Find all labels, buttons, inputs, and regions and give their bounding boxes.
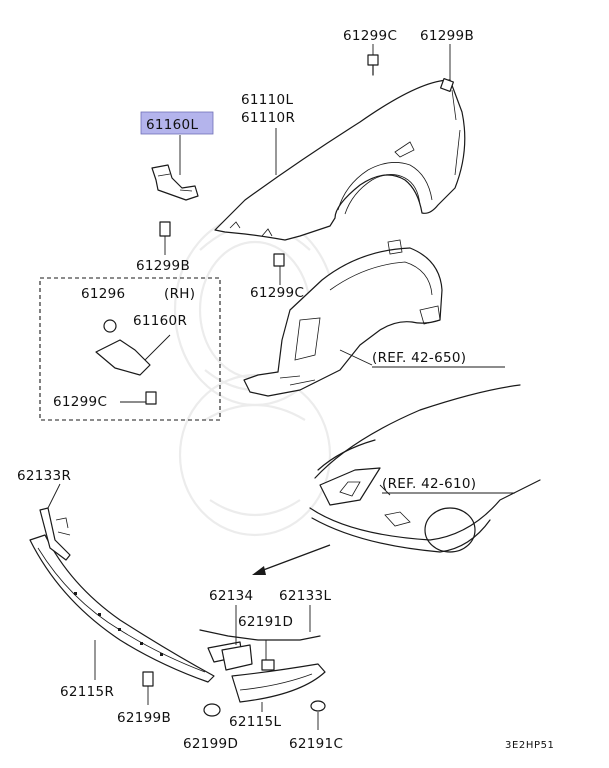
part-highlight — [140, 111, 214, 135]
splash-shield — [243, 239, 443, 397]
label-62199D: 62199D — [183, 736, 238, 752]
bracket-61160L — [151, 164, 199, 201]
bolt-61299C-top — [367, 54, 379, 76]
label-62134: 62134 — [209, 588, 253, 604]
label-62191C: 62191C — [289, 736, 343, 752]
nut-61296 — [103, 319, 117, 333]
label-61110L: 61110L — [241, 92, 293, 108]
label-61160R: 61160R — [133, 313, 187, 329]
bumper-62115R — [29, 534, 215, 683]
label-61160L: 61160L — [146, 117, 198, 133]
corner-62115L — [231, 663, 326, 703]
bracket-61160R — [95, 339, 151, 376]
label-61299B-top: 61299B — [420, 28, 474, 44]
bolt-61299C-mid — [273, 253, 285, 267]
clip-62191D — [261, 659, 275, 671]
bolt-62199B — [142, 671, 154, 687]
label-62133L: 62133L — [279, 588, 331, 604]
label-61299C-box: 61299C — [53, 394, 107, 410]
label-62115L: 62115L — [229, 714, 281, 730]
label-61299C-top: 61299C — [343, 28, 397, 44]
leader-61160R — [144, 334, 171, 361]
label-62115R: 62115R — [60, 684, 114, 700]
label-ref-42-650: (REF. 42-650) — [372, 350, 466, 366]
label-61110R: 61110R — [241, 110, 295, 126]
leader-ref-42-650 — [339, 349, 373, 366]
direction-arrow — [252, 544, 331, 575]
diagram-code: 3E2HP51 — [505, 740, 555, 751]
grommet-62199D — [203, 703, 221, 717]
bolt-61299B-top — [439, 77, 455, 93]
label-62191D: 62191D — [238, 614, 293, 630]
label-61296: 61296 — [81, 286, 125, 302]
label-ref-42-610: (REF. 42-610) — [382, 476, 476, 492]
label-61299B-left: 61299B — [136, 258, 190, 274]
label-rh: (RH) — [164, 286, 195, 302]
fender-61110 — [214, 79, 466, 241]
bolt-61299C-box — [145, 391, 157, 405]
clip-62191C — [310, 700, 326, 712]
car-body-front — [309, 384, 541, 553]
label-62133R: 62133R — [17, 468, 71, 484]
bracket-62134 — [199, 629, 321, 671]
label-61299C-mid: 61299C — [250, 285, 304, 301]
leader-62133R — [47, 483, 61, 509]
label-62199B: 62199B — [117, 710, 171, 726]
bolt-61299B-left — [159, 221, 171, 237]
